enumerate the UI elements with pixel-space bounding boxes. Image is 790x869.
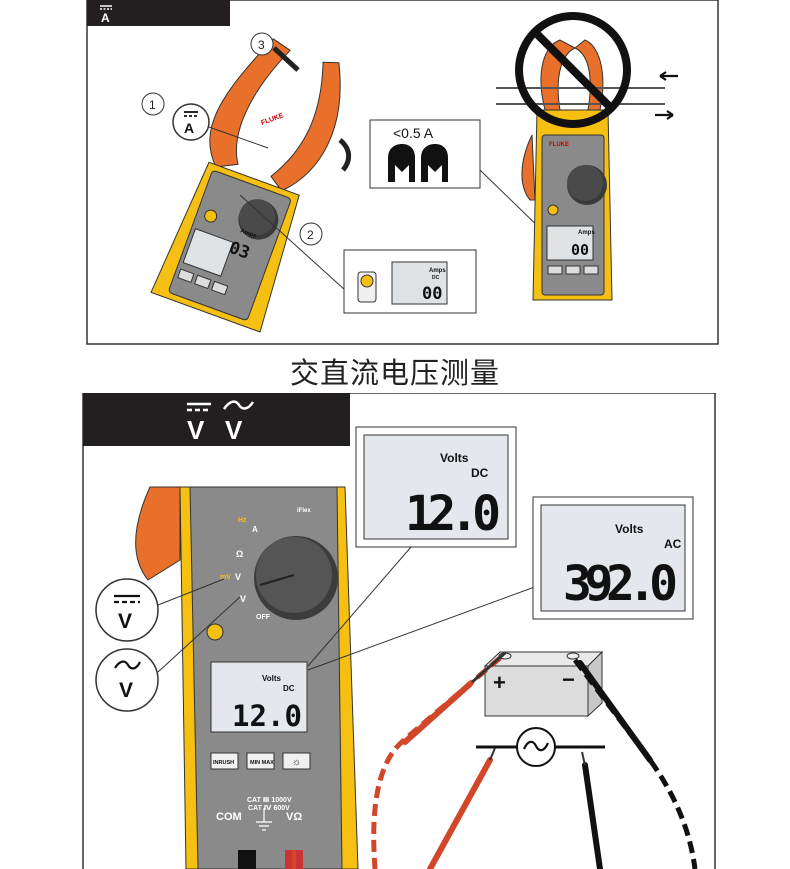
red-lead-battery	[371, 656, 502, 869]
step-1-label: 1	[149, 98, 156, 112]
button-inrush: INRUSH	[213, 760, 234, 766]
jack-com-label: COM	[216, 811, 242, 823]
step-3-label: 3	[258, 38, 265, 52]
ac-display-value: 392.0	[563, 556, 678, 612]
section-title: 交直流电压测量	[289, 358, 500, 390]
battery-plus-label: +	[493, 670, 506, 695]
black-lead-battery	[573, 658, 698, 869]
dial-label-mv: mV	[220, 574, 231, 581]
step-1-circle	[141, 92, 165, 116]
ac-display-unit: Volts	[615, 522, 644, 536]
brand-label-right: FLUKE	[549, 142, 569, 148]
zero-callout-reading: 00	[422, 284, 442, 304]
black-lead-ac	[582, 762, 603, 869]
button-backlight: ☼	[292, 757, 301, 768]
dial-label-off: OFF	[256, 614, 271, 621]
battery-minus-label: −	[562, 667, 575, 692]
dc-volts-callout-circle	[95, 578, 159, 642]
dial-label-ohm: Ω	[236, 549, 243, 559]
right-meter-reading: 00	[571, 241, 589, 259]
cat-600-label: CAT Ⅳ 600V	[248, 805, 290, 812]
dc-display-unit: Volts	[440, 451, 469, 465]
zero-callout-unit: Amps	[429, 268, 446, 274]
dial-label-vdc: V	[235, 572, 241, 582]
prohibited-icon	[515, 12, 631, 128]
tab-ac-volts-symbol: V	[225, 415, 243, 445]
top-tab	[87, 0, 230, 26]
ac-display-mode: AC	[664, 537, 682, 551]
meter-lcd-value: 12.0	[232, 699, 302, 733]
zero-callout-mode: DC	[432, 275, 440, 281]
battery-illustration	[483, 650, 604, 718]
threshold-callout-text: <0.5 A	[393, 125, 434, 141]
red-lead-ac	[427, 757, 493, 869]
meter-lcd	[210, 661, 308, 733]
step-2-circle	[299, 222, 323, 246]
arrow-left-icon	[659, 71, 678, 81]
dial-label-vac: V	[240, 594, 246, 604]
button-min-max: MIN MAX	[250, 760, 274, 766]
dc-volts-callout-symbol: V	[118, 610, 132, 633]
step-1-symbol: A	[184, 120, 194, 136]
meter-lcd-mode: DC	[283, 684, 295, 693]
left-meter-unit: Amps	[239, 228, 257, 240]
top-illustration: A FLUKE Amps 03 1 A 2 3	[86, 0, 719, 345]
right-meter-unit: Amps	[578, 230, 595, 236]
dc-display-mode: DC	[471, 466, 489, 480]
bottom-illustration: V V Hz A iFlex Ω mV V V OFF Volts DC	[82, 393, 716, 869]
clamp-meter-main	[135, 486, 359, 869]
cat-1000-label: CAT Ⅲ 1000V	[247, 797, 292, 804]
ac-volts-callout-symbol: V	[119, 679, 133, 702]
dc-display-value: 12.0	[405, 486, 501, 542]
ac-source-icon	[522, 740, 550, 752]
arrow-right-icon	[655, 110, 674, 120]
step-2-label: 2	[307, 228, 314, 242]
step-1-symbol-circle	[172, 103, 210, 141]
top-tab-symbol: A	[101, 11, 110, 25]
ac-volts-callout-circle	[95, 648, 159, 712]
dial-label-hz: Hz	[238, 517, 247, 524]
tab-dc-volts-symbol: V	[187, 415, 205, 445]
step-3-circle	[250, 32, 274, 56]
jack-vohm-label: VΩ	[286, 811, 302, 823]
dial-label-iflex: iFlex	[297, 508, 311, 514]
meter-lcd-unit: Volts	[262, 674, 282, 683]
dial-label-amps: A	[252, 525, 258, 534]
bottom-tab	[83, 393, 350, 446]
clamp-meter-left	[150, 38, 341, 333]
